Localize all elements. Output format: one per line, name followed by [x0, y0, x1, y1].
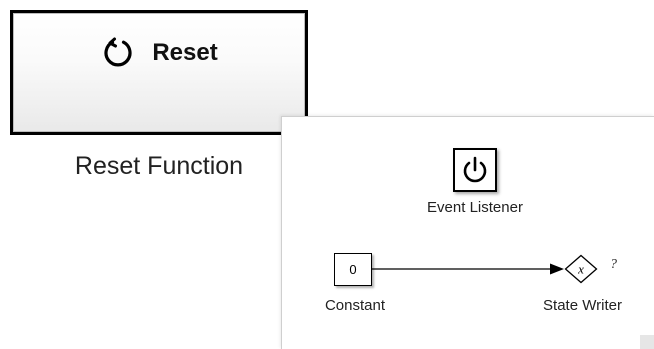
event-listener-label: Event Listener: [427, 199, 523, 216]
state-writer-status: ?: [610, 257, 617, 272]
constant-label: Constant: [324, 297, 386, 314]
constant-block[interactable]: 0: [334, 253, 372, 286]
reset-block-header: Reset: [13, 35, 305, 71]
reset-function-block[interactable]: Reset: [10, 10, 308, 135]
constant-value: 0: [349, 262, 357, 277]
circular-arrow-reset-icon: [100, 35, 136, 71]
state-writer-label: State Writer: [543, 297, 622, 314]
power-icon: [458, 153, 492, 187]
reset-block-title: Reset: [152, 39, 218, 66]
state-writer-symbol: x: [577, 262, 584, 277]
panel-corner: [640, 335, 654, 349]
reset-function-label: Reset Function: [74, 152, 244, 180]
state-writer-block[interactable]: x: [564, 254, 598, 284]
event-listener-block[interactable]: [453, 148, 497, 192]
